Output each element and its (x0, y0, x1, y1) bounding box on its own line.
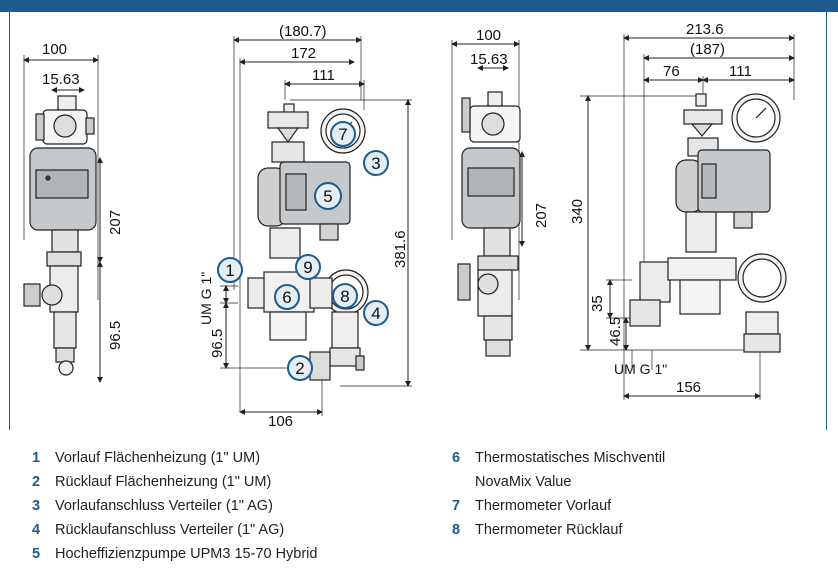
view-front-right (580, 34, 795, 400)
drawing-frame (9, 12, 827, 430)
dim-v2-width-b: 172 (291, 45, 316, 62)
svg-text:8: 8 (340, 287, 349, 306)
view-front-numbered (220, 36, 412, 416)
svg-text:2: 2 (295, 359, 304, 378)
svg-text:5: 5 (323, 187, 332, 206)
dim-v3-height: 207 (533, 203, 550, 228)
view-side-left (23, 55, 103, 383)
dim-v2-width-c: 111 (312, 67, 335, 84)
legend-item-6-cont: NovaMix Value (475, 474, 572, 490)
dim-v2-thread: UM G 1" (198, 272, 214, 325)
dim-v4-bottom: 156 (676, 379, 701, 396)
dim-v4-width-b: (187) (690, 41, 725, 58)
dim-v2-height: 381.6 (392, 230, 409, 268)
header-bar (0, 0, 838, 12)
dim-v1-width: 100 (42, 41, 67, 58)
dim-v4-width-c: 76 (663, 63, 680, 80)
dim-v3-spacing: 15.63 (470, 51, 508, 68)
callout-3: 3 (363, 150, 389, 176)
svg-text:3: 3 (371, 154, 380, 173)
callout-9: 9 (295, 254, 321, 280)
dim-v4-h-b: 46.5 (607, 317, 624, 346)
dim-v4-thread: UM G 1" (614, 361, 667, 377)
dim-v4-width-a: 213.6 (686, 21, 724, 38)
dim-v1-spacing: 15.63 (42, 71, 80, 88)
callout-5: 5 (314, 182, 342, 210)
dim-v2-width-a: (180.7) (279, 23, 327, 40)
svg-text:1: 1 (225, 261, 234, 280)
dim-v1-height: 207 (107, 210, 124, 235)
dim-v4-h-a: 35 (589, 295, 606, 312)
callout-1: 1 (217, 257, 243, 283)
dim-v2-lower: 96.5 (209, 329, 226, 358)
callout-8: 8 (332, 283, 358, 309)
technical-drawing: 100 15.63 207 96.5 (23, 21, 795, 430)
callout-6: 6 (274, 284, 300, 310)
dim-v4-height: 340 (569, 199, 586, 224)
svg-text:9: 9 (303, 258, 312, 277)
svg-text:7: 7 (338, 125, 347, 144)
callout-7: 7 (330, 121, 356, 147)
callout-2: 2 (287, 355, 313, 381)
dim-v2-bottom: 106 (268, 413, 293, 430)
svg-text:6: 6 (282, 288, 291, 307)
view-side-right (451, 40, 525, 357)
svg-text:4: 4 (371, 304, 380, 323)
dim-v3-width: 100 (476, 27, 501, 44)
dim-v4-width-d: 111 (729, 63, 752, 80)
dim-v1-lower: 96.5 (107, 321, 124, 350)
callout-4: 4 (363, 300, 389, 326)
